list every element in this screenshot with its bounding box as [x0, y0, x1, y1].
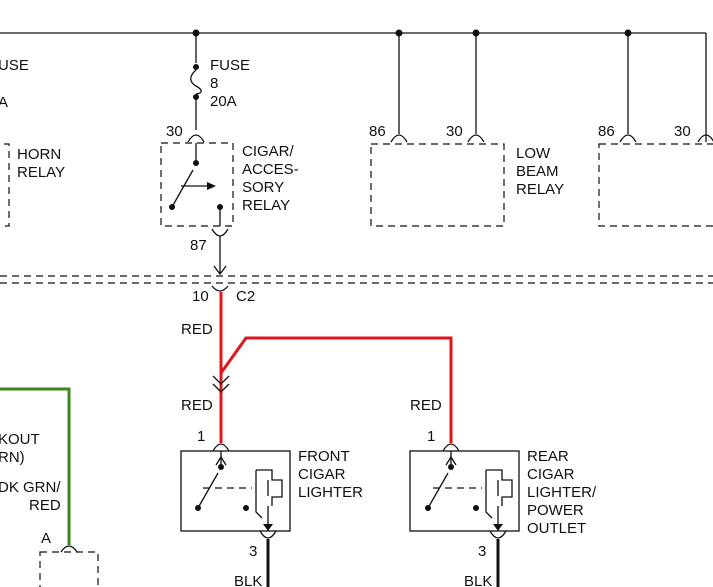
fuse-left-label: USE	[0, 57, 29, 74]
red-wire-rear	[219, 336, 453, 443]
cigar-relay-line3: SORY	[242, 179, 284, 196]
low-beam-relay: 86 30 LOW BEAM RELAY	[369, 33, 564, 227]
wire-label-blk-2: BLK	[464, 573, 492, 587]
left-connector-a: A	[41, 530, 51, 547]
fuse-label: FUSE	[210, 57, 250, 74]
horn-relay: HORN RELAY	[0, 143, 65, 227]
right-relay: 86 30	[598, 33, 713, 227]
low-beam-line3: RELAY	[516, 181, 564, 198]
connector-c2-boundary: 10 C2	[0, 275, 713, 305]
wire-label-dk-grn-red: RED	[29, 497, 61, 514]
cigar-relay-pin-30: 30	[166, 123, 183, 140]
front-lighter-line1: FRONT	[298, 448, 350, 465]
red-wire-harness: RED RED RED	[181, 292, 453, 443]
front-lighter-pin-3: 3	[249, 543, 257, 560]
fuse-number: 8	[210, 75, 218, 92]
wire-label-red-3: RED	[410, 397, 442, 414]
rear-lighter-pin-1: 1	[427, 428, 435, 445]
wire-label-blk-1: BLK	[234, 573, 262, 587]
front-lighter-line3: LIGHTER	[298, 484, 363, 501]
rear-lighter-line1: REAR	[527, 448, 569, 465]
left-fragment-line1: KOUT	[0, 431, 40, 448]
wire-label-dk-grn: DK GRN/	[0, 479, 61, 496]
low-beam-pin-86: 86	[369, 123, 386, 140]
front-lighter-line2: CIGAR	[298, 466, 346, 483]
fuse-rating: 20A	[210, 93, 237, 110]
front-lighter-pin-1: 1	[197, 428, 205, 445]
cigar-accessory-relay: 30 87 CIGAR/ ACCES- SORY RELAY	[160, 123, 299, 276]
fuse-8: FUSE 8 20A	[190, 33, 250, 130]
rear-cigar-lighter: 1 3 BLK REAR CIGAR LIGHTER/ POWER OUTLET	[409, 428, 597, 587]
c2-pin-10: 10	[192, 288, 209, 305]
left-green-wire: KOUT RN) DK GRN/ RED A	[0, 387, 99, 587]
rear-lighter-line4: POWER	[527, 502, 584, 519]
rear-lighter-line3: LIGHTER/	[527, 484, 597, 501]
cigar-relay-line1: CIGAR/	[242, 143, 295, 160]
horn-relay-line2: RELAY	[17, 164, 65, 181]
wire-label-red-2: RED	[181, 397, 213, 414]
cigar-relay-line2: ACCES-	[242, 161, 299, 178]
left-fragment-line2: RN)	[0, 449, 25, 466]
low-beam-line1: LOW	[516, 145, 551, 162]
right-relay-pin-30: 30	[674, 123, 691, 140]
horn-relay-line1: HORN	[17, 146, 61, 163]
wire-label-red-1: RED	[181, 321, 213, 338]
rear-lighter-line5: OUTLET	[527, 520, 586, 537]
front-cigar-lighter: 1 3 BLK FRONT CIGAR LIGHTER	[180, 428, 363, 587]
low-beam-line2: BEAM	[516, 163, 559, 180]
rear-lighter-line2: CIGAR	[527, 466, 575, 483]
low-beam-pin-30: 30	[446, 123, 463, 140]
cigar-relay-pin-87: 87	[190, 237, 207, 254]
rear-lighter-pin-3: 3	[478, 543, 486, 560]
fuse-left-rating: A	[0, 94, 8, 111]
right-relay-pin-86: 86	[598, 123, 615, 140]
c2-name: C2	[236, 288, 255, 305]
cigar-relay-line4: RELAY	[242, 197, 290, 214]
left-fuse-fragment: USE A	[0, 57, 29, 111]
